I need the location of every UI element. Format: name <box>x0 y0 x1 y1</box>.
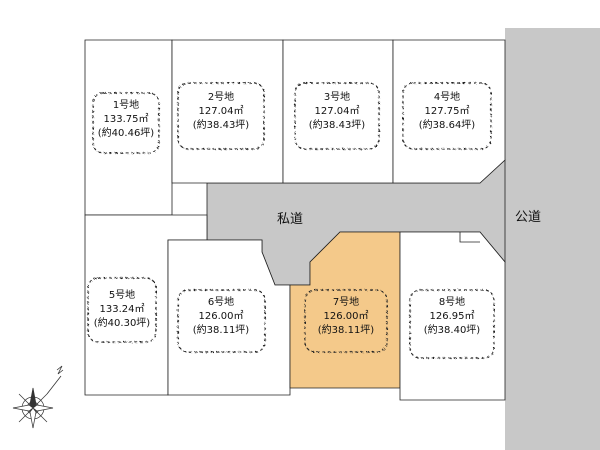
lot-4-area: 127.75㎡ <box>425 105 470 117</box>
lot-8-name: 8号地 <box>439 295 465 308</box>
lot-2-tsubo: (約38.43坪) <box>193 118 250 131</box>
lot-1-tsubo: (約40.46坪) <box>98 126 155 139</box>
lot-2-name: 2号地 <box>208 90 234 103</box>
public-road <box>480 28 600 450</box>
lot-5-area: 133.24㎡ <box>100 303 145 315</box>
envelope-2 <box>177 82 265 150</box>
lot-8-area: 126.95㎡ <box>430 310 475 322</box>
lot-6-name: 6号地 <box>208 295 234 308</box>
lot-3-area: 127.04㎡ <box>315 105 360 117</box>
envelope-6 <box>177 289 266 353</box>
lot-4-name: 4号地 <box>434 90 460 103</box>
envelope-5 <box>87 277 157 343</box>
lot-5-tsubo: (約40.30坪) <box>94 316 151 329</box>
lot-2-area: 127.04㎡ <box>199 105 244 117</box>
lot-8-notch <box>459 232 480 243</box>
envelope-4 <box>402 82 492 150</box>
lot-labels: 1号地 133.75㎡ (約40.46坪) 2号地 127.04㎡ (約38.4… <box>94 90 481 336</box>
envelope-3 <box>294 82 380 150</box>
building-envelopes <box>87 82 495 359</box>
lot-7-name: 7号地 <box>333 295 359 308</box>
public-road-label: 公道 <box>515 210 541 225</box>
lot-1-area: 133.75㎡ <box>104 113 149 125</box>
lot-6-area: 126.00㎡ <box>199 310 244 322</box>
private-road-label: 私道 <box>277 212 303 227</box>
compass-rose-icon <box>12 365 64 429</box>
lot-3-tsubo: (約38.43坪) <box>309 118 366 131</box>
lot-group <box>84 39 506 401</box>
lot-5-name: 5号地 <box>109 288 135 301</box>
lot-1-name: 1号地 <box>113 98 139 111</box>
lot-8-tsubo: (約38.40坪) <box>424 323 481 336</box>
lot-6[interactable] <box>167 239 291 396</box>
envelope-7 <box>304 289 388 353</box>
envelope-1 <box>92 92 160 154</box>
lot-7-area: 126.00㎡ <box>324 310 369 322</box>
lot-2[interactable] <box>171 39 284 184</box>
lot-3-name: 3号地 <box>324 90 350 103</box>
lot-4-tsubo: (約38.64坪) <box>419 118 476 131</box>
lot-4[interactable] <box>392 39 506 184</box>
lot-7-tsubo: (約38.11坪) <box>318 323 375 336</box>
lot-6-tsubo: (約38.11坪) <box>193 323 250 336</box>
